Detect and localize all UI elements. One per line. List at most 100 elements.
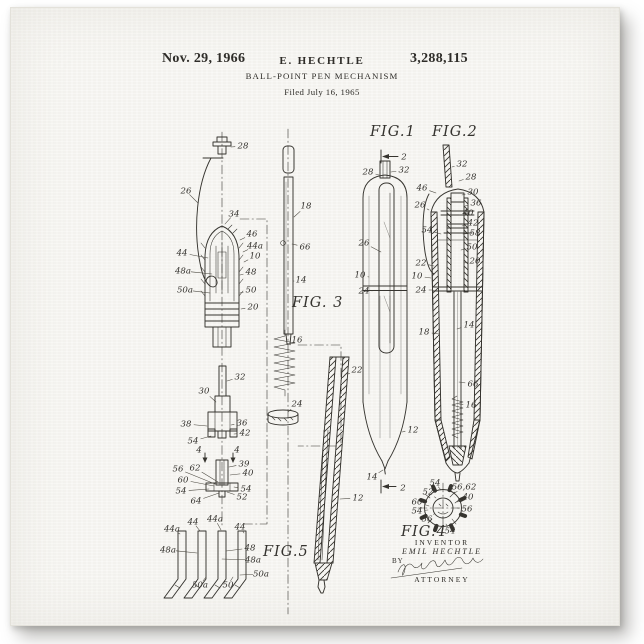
leader-line <box>224 217 231 225</box>
part-28-button <box>212 136 232 155</box>
leader-line <box>189 254 209 259</box>
leader-line <box>458 381 466 384</box>
fig5-caption: FIG.5 <box>262 544 309 560</box>
ref-label: 54 <box>188 437 199 447</box>
ref-label: 30 <box>199 387 210 397</box>
by-label: BY <box>392 557 404 565</box>
leader-line <box>239 574 254 576</box>
ref-label: 54 <box>430 479 441 489</box>
ref-label: 50 <box>223 581 234 591</box>
ref-label: 44a <box>163 525 180 535</box>
leader-line <box>291 243 298 246</box>
leader-line <box>225 548 243 552</box>
ref-label: 20 <box>469 257 481 267</box>
leader-line <box>460 248 465 251</box>
leader-line <box>185 471 216 485</box>
inventor-caption: INVENTOR <box>414 538 470 547</box>
leader-line <box>217 523 222 531</box>
fig1-caption: FIG.1 <box>369 124 416 140</box>
ref-label: 10 <box>412 272 423 282</box>
ref-label: 54 <box>176 487 187 497</box>
ref-label: 44a <box>206 515 223 525</box>
ref-label: 54 <box>445 527 456 537</box>
part-26-clip <box>196 157 224 288</box>
leader-line <box>229 473 241 476</box>
leader-line <box>189 194 199 204</box>
leader-line <box>203 492 220 499</box>
ref-label: 26 <box>180 187 192 197</box>
ref-label: 14 <box>367 473 378 483</box>
ref-label: 44 <box>234 523 246 533</box>
leader-line <box>424 504 430 507</box>
ref-label: 16 <box>466 401 477 411</box>
leader-line <box>445 523 448 527</box>
leader-line <box>188 488 210 491</box>
fig3-caption: FIG. 3 <box>291 295 343 311</box>
ref-label: 28 <box>237 142 249 152</box>
ref-label: 60 <box>412 498 423 508</box>
section-line-2-bottom <box>380 479 397 494</box>
exploded-parts-column <box>163 131 268 599</box>
inventor-name: EMIL HECHTLE <box>401 547 483 556</box>
ref-label: 52 <box>237 493 248 503</box>
part-26-clip-side <box>422 193 435 275</box>
ref-label: 36 <box>237 419 248 429</box>
leader-line <box>293 211 301 218</box>
ref-label: 12 <box>408 426 419 436</box>
leader-line <box>347 372 350 375</box>
leader-line <box>239 291 244 294</box>
ref-label: 14 <box>464 321 475 331</box>
ref-label: 2 <box>399 484 405 494</box>
ref-label: 64 <box>191 497 202 507</box>
ref-label: 50a <box>192 581 208 591</box>
ref-label: 10 <box>355 271 366 281</box>
leader-line <box>370 246 382 253</box>
part-26-clip-front <box>378 182 395 354</box>
ref-label: 58 <box>470 229 481 239</box>
fig5-prongs <box>163 530 247 599</box>
fig3-refill-column <box>267 128 350 615</box>
leader-line <box>240 308 246 310</box>
leader-line <box>461 193 466 196</box>
part-32-rod <box>442 144 453 188</box>
ref-label: 40 <box>462 493 474 503</box>
part-14-tip-section <box>454 472 461 482</box>
ref-label: 52 <box>423 488 434 498</box>
ref-label: 22 <box>351 366 363 376</box>
part-upper-plug <box>282 145 295 174</box>
ref-label: 28 <box>362 168 374 178</box>
ref-label: 60 <box>178 476 189 486</box>
ref-label: 44a <box>246 242 263 252</box>
ref-label: 24 <box>291 400 303 410</box>
leader-line <box>431 332 440 335</box>
leader-line <box>230 576 234 582</box>
patent-title: BALL-POINT PEN MECHANISM <box>245 71 399 81</box>
leader-line <box>428 264 435 267</box>
ref-label: 56,62 <box>452 483 477 493</box>
ref-label: 50a <box>253 570 269 580</box>
fig2-caption: FIG.2 <box>431 124 478 140</box>
part-24-joint <box>362 285 408 291</box>
ref-label: 56 <box>422 515 433 525</box>
part-30-plunger <box>207 365 238 439</box>
leader-line <box>242 249 249 253</box>
ref-label: 46 <box>246 230 258 240</box>
leader-line <box>221 558 246 561</box>
part-12-barrel-section <box>313 356 350 594</box>
ref-label: 2 <box>400 153 406 163</box>
ref-label: 54 <box>241 485 252 495</box>
part-52-crosspiece <box>205 459 239 498</box>
fig4-caption: FIG.4 <box>400 524 447 540</box>
ref-label: 38 <box>181 420 192 430</box>
leader-line <box>375 173 380 176</box>
leader-line <box>226 379 233 382</box>
leader-line <box>226 491 235 495</box>
ref-label: 22 <box>415 259 427 269</box>
ref-label: 14 <box>296 276 307 286</box>
patent-number: 3,288,115 <box>410 51 468 66</box>
ref-label: 28 <box>465 173 477 183</box>
ref-label: 4 <box>233 446 239 456</box>
leader-line <box>178 532 181 535</box>
